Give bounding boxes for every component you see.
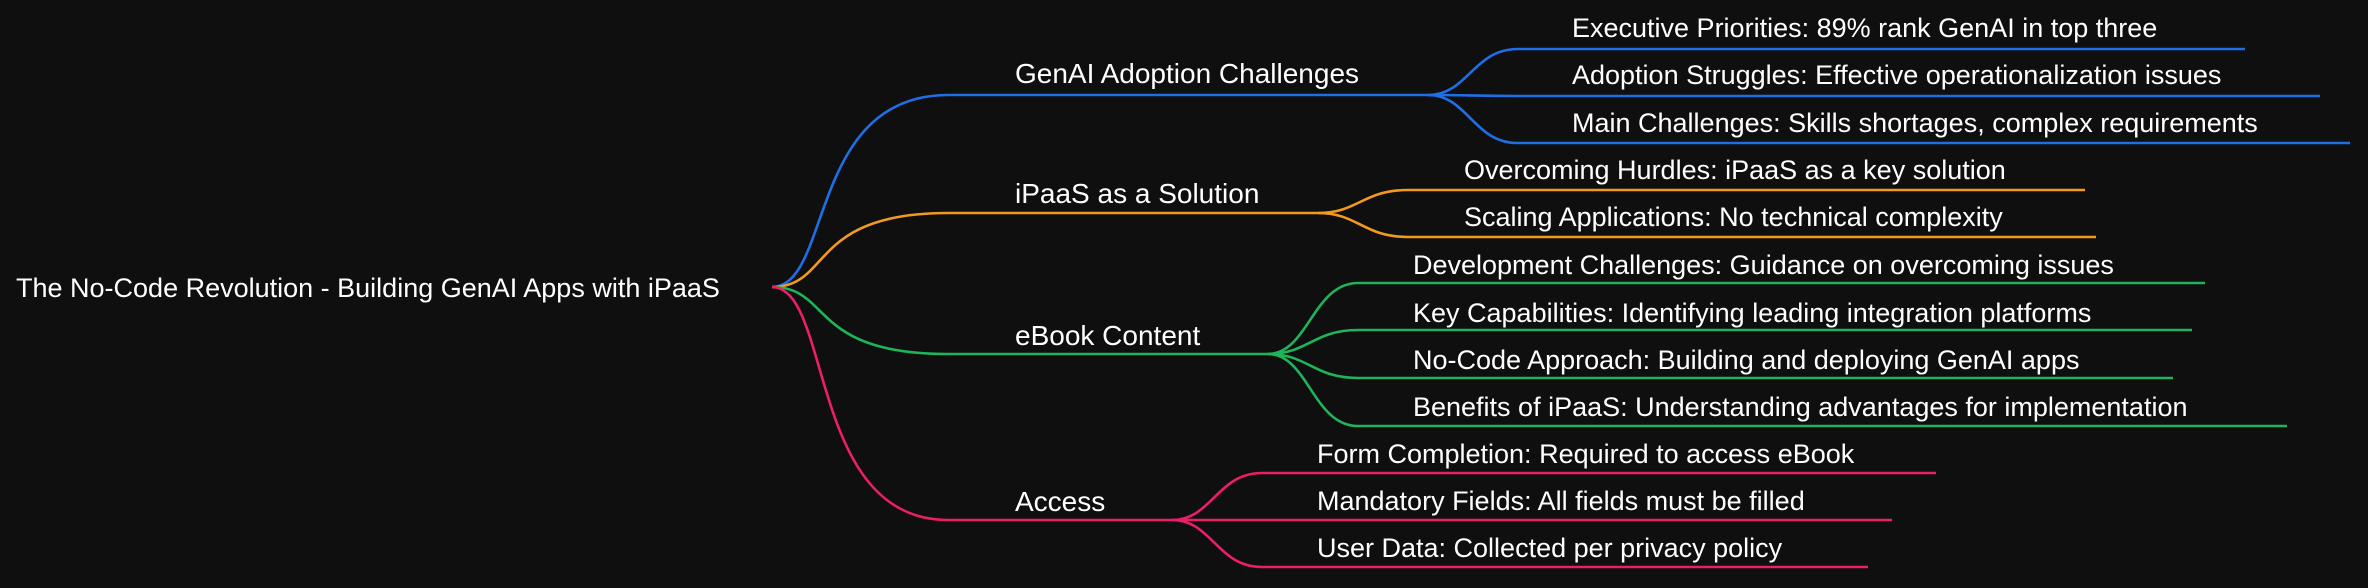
leaf-node: User Data: Collected per privacy policy [1317,533,1783,563]
root-label: The No-Code Revolution - Building GenAI … [16,273,720,303]
branch-label: GenAI Adoption Challenges [1015,58,1359,89]
leaf-node: Main Challenges: Skills shortages, compl… [1572,108,2258,138]
branch-connector [771,211,949,289]
leaf-label: Scaling Applications: No technical compl… [1464,202,2003,232]
leaf-label: Benefits of iPaaS: Understanding advanta… [1413,392,2187,422]
leaf-connector [1317,188,2085,215]
branch-node-ebook-content: eBook Content [1015,320,1200,351]
leaf-node: Adoption Struggles: Effective operationa… [1572,60,2221,90]
leaf-connector [1171,471,1936,522]
root-node: The No-Code Revolution - Building GenAI … [16,273,720,303]
leaf-label: No-Code Approach: Building and deploying… [1413,345,2079,375]
branch-node-genai-adoption: GenAI Adoption Challenges [1015,58,1359,89]
branch-label: iPaaS as a Solution [1015,178,1259,209]
leaf-connector [1171,518,1868,569]
branch-node-access: Access [1015,486,1105,517]
leaf-node: Executive Priorities: 89% rank GenAI in … [1572,13,2157,43]
leaf-node: Scaling Applications: No technical compl… [1464,202,2003,232]
leaf-label: Development Challenges: Guidance on over… [1413,250,2114,280]
leaf-node: Benefits of iPaaS: Understanding advanta… [1413,392,2187,422]
leaf-node: Mandatory Fields: All fields must be fil… [1317,486,1805,516]
leaf-node: Key Capabilities: Identifying leading in… [1413,298,2091,328]
leaf-connector [1317,211,2096,239]
leaf-node: No-Code Approach: Building and deploying… [1413,345,2079,375]
branch-node-ipaas-solution: iPaaS as a Solution [1015,178,1259,209]
leaf-label: Overcoming Hurdles: iPaaS as a key solut… [1464,155,2006,185]
leaf-connector [1267,352,2173,380]
leaf-label: Executive Priorities: 89% rank GenAI in … [1572,13,2157,43]
mindmap-edges [771,47,2350,569]
leaf-node: Overcoming Hurdles: iPaaS as a key solut… [1464,155,2006,185]
leaf-connector [1427,93,2350,145]
branch-connector [771,285,949,522]
leaf-connector [1267,328,2192,356]
leaf-node: Form Completion: Required to access eBoo… [1317,439,1855,469]
leaf-label: Mandatory Fields: All fields must be fil… [1317,486,1805,516]
leaf-label: User Data: Collected per privacy policy [1317,533,1783,563]
leaf-connector [1427,47,2245,97]
leaf-connector [1267,281,2205,356]
leaf-label: Adoption Struggles: Effective operationa… [1572,60,2221,90]
leaf-connector [1267,352,2287,428]
leaf-label: Main Challenges: Skills shortages, compl… [1572,108,2258,138]
branch-connector [771,93,949,289]
leaf-label: Form Completion: Required to access eBoo… [1317,439,1855,469]
leaf-node: Development Challenges: Guidance on over… [1413,250,2114,280]
branch-connector [771,285,949,356]
leaf-label: Key Capabilities: Identifying leading in… [1413,298,2091,328]
leaf-connector [1427,93,2320,98]
branch-label: Access [1015,486,1105,517]
branch-label: eBook Content [1015,320,1200,351]
